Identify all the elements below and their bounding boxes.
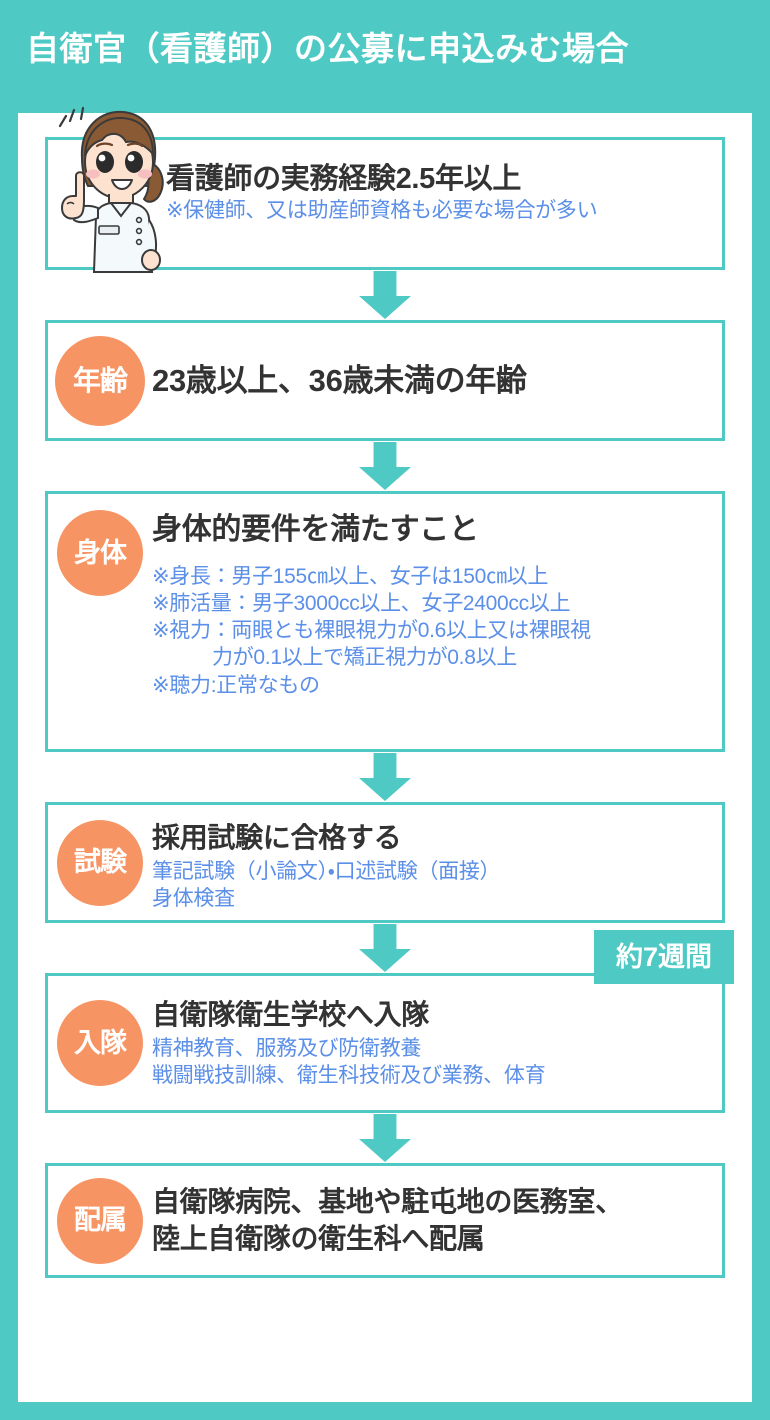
step-4-detail-1: 身体検査 [152, 887, 235, 911]
step-2-badge-col: 年齢 [48, 323, 152, 438]
badge-assignment: 配属 [57, 1177, 143, 1264]
step-5-badge-col: 入隊 [48, 976, 152, 1110]
step-box-physical[interactable]: 身体 身体的要件を満たすこと ※身長：男子155㎝以上、女子は150㎝以上 ※肺… [45, 491, 725, 752]
step-box-exam[interactable]: 試験 採用試験に合格する 筆記試験（小論文）・口述試験（面接） 身体検査 [45, 802, 725, 923]
step-6-body: 自衛隊病院、基地や駐屯地の医務室、 陸上自衛隊の衛生科へ配属 [152, 1184, 722, 1257]
step-3-detail-4: ※聴力:正常なもの [152, 673, 320, 697]
step-1-detail-0: ※保健師、又は助産師資格も必要な場合が多い [166, 199, 598, 223]
step-5-detail-0: 精神教育、服務及び防衛教養 [152, 1037, 422, 1061]
step-4-body: 採用試験に合格する 筆記試験（小論文）・口述試験（面接） 身体検査 [152, 805, 722, 913]
nurse-icon [58, 106, 164, 273]
step-1-title: 看護師の実務経験2.5年以上 [166, 163, 522, 195]
arrow-down-icon [359, 1114, 411, 1162]
flow-container: 看護師の実務経験2.5年以上 ※保健師、又は助産師資格も必要な場合が多い 年齢 … [18, 106, 752, 1278]
duration-tag: 約7週間 [593, 930, 734, 985]
badge-enlist: 入隊 [57, 1000, 143, 1086]
step-3-title: 身体的要件を満たすこと [152, 513, 479, 546]
page-title: 自衛官（看護師）の公募に申込みむ場合 [26, 30, 629, 67]
step-4-title: 採用試験に合格する [152, 822, 402, 853]
step-5-detail-1: 戦闘戦技訓練、衛生科技術及び業務、体育 [152, 1064, 546, 1088]
arrow-1-wrapper [45, 270, 725, 320]
step-3-detail-2: ※視力：両眼とも裸眼視力が0.6以上又は裸眼視 [152, 619, 591, 643]
step-box-assignment[interactable]: 配属 自衛隊病院、基地や駐屯地の医務室、 陸上自衛隊の衛生科へ配属 [45, 1163, 725, 1278]
step-3-detail-3: 力が0.1以上で矯正視力が0.8以上 [212, 646, 517, 670]
step-5-title: 自衛隊衛生学校へ入隊 [152, 999, 430, 1030]
arrow-down-icon [359, 271, 411, 319]
nurse-illustration-slot [48, 106, 164, 273]
arrow-3-wrapper [45, 752, 725, 802]
badge-physical: 身体 [57, 510, 143, 596]
step-1-body: 看護師の実務経験2.5年以上 ※保健師、又は助産師資格も必要な場合が多い [158, 140, 722, 225]
step-3-detail-0: ※身長：男子155㎝以上、女子は150㎝以上 [152, 564, 549, 588]
arrow-down-icon [359, 924, 411, 972]
step-2-title: 23歳以上、36歳未満の年齢 [152, 362, 527, 398]
arrow-5-wrapper [45, 1113, 725, 1163]
step-6-badge-col: 配属 [48, 1166, 152, 1275]
arrow-2-wrapper [45, 441, 725, 491]
badge-exam: 試験 [57, 819, 143, 906]
arrow-down-icon [359, 753, 411, 801]
arrow-down-icon [359, 442, 411, 490]
step-box-age[interactable]: 年齢 23歳以上、36歳未満の年齢 [45, 320, 725, 441]
step-2-body: 23歳以上、36歳未満の年齢 [152, 362, 722, 400]
step-box-enlist[interactable]: 約7週間 入隊 自衛隊衛生学校へ入隊 精神教育、服務及び防衛教養 戦闘戦技訓練、… [45, 930, 734, 1113]
step-box-experience[interactable]: 看護師の実務経験2.5年以上 ※保健師、又は助産師資格も必要な場合が多い [45, 106, 725, 273]
badge-age: 年齢 [55, 335, 145, 426]
step-3-badge-col: 身体 [48, 494, 152, 596]
step-5-body: 自衛隊衛生学校へ入隊 精神教育、服務及び防衛教養 戦闘戦技訓練、衛生科技術及び業… [152, 976, 722, 1090]
step-3-body: 身体的要件を満たすこと ※身長：男子155㎝以上、女子は150㎝以上 ※肺活量：… [152, 494, 722, 699]
step-4-badge-col: 試験 [48, 805, 152, 920]
page-header: 自衛官（看護師）の公募に申込みむ場合 [0, 0, 770, 97]
arrow-4-wrapper [45, 923, 725, 973]
step-3-detail-1: ※肺活量：男子3000cc以上、女子2400cc以上 [152, 591, 571, 615]
step-4-detail-0: 筆記試験（小論文）・口述試験（面接） [152, 860, 501, 884]
flow-panel: 看護師の実務経験2.5年以上 ※保健師、又は助産師資格も必要な場合が多い 年齢 … [18, 106, 752, 1402]
step-6-title: 自衛隊病院、基地や駐屯地の医務室、 陸上自衛隊の衛生科へ配属 [152, 1186, 623, 1254]
